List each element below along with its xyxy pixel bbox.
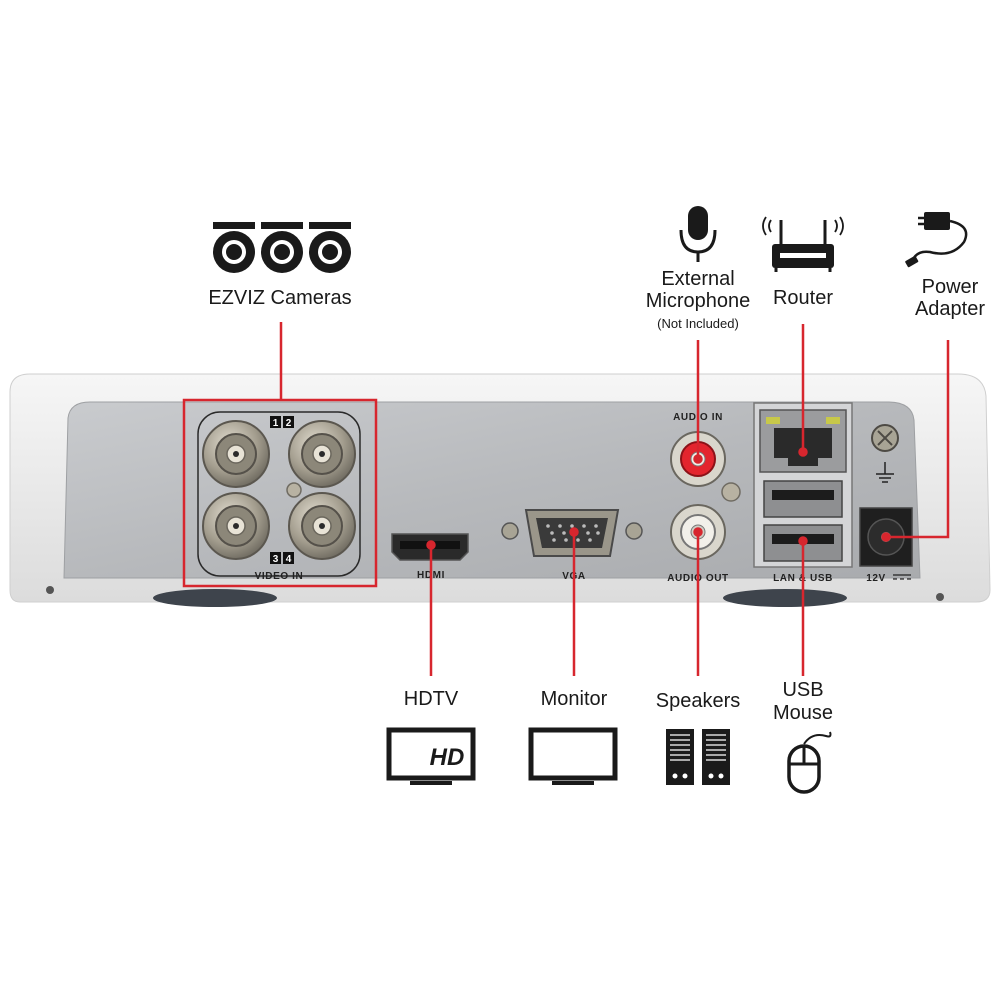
screw-icon: [721, 482, 741, 502]
monitor-label: Monitor: [540, 688, 608, 710]
power-12v-label: 12V: [866, 573, 886, 584]
channel-1-label: 1: [273, 418, 279, 429]
router-icon: [762, 216, 844, 272]
microphone-icon: [679, 206, 717, 262]
mouse-icon: [787, 731, 832, 794]
bnc-port-4: [288, 492, 356, 560]
power-label-line2: Adapter: [914, 298, 986, 320]
cameras-label: EZVIZ Cameras: [208, 287, 352, 309]
power-adapter-icon: [905, 212, 968, 268]
screw-icon: [286, 482, 302, 498]
channel-4-label: 4: [286, 554, 292, 565]
power-label-line1: Power: [921, 276, 979, 298]
bnc-port-2: [288, 420, 356, 488]
microphone-label-line2: Microphone: [645, 290, 751, 312]
bnc-port-1: [202, 420, 270, 488]
hdtv-label: HDTV: [403, 688, 459, 710]
bnc-port-3: [202, 492, 270, 560]
video-in-ports: 1 2 3 4 VIDEO IN: [197, 411, 361, 582]
speakers-icon: [666, 729, 730, 785]
channel-3-label: 3: [273, 554, 279, 565]
speakers-label: Speakers: [655, 690, 741, 712]
channel-4-badge: [283, 552, 294, 564]
channel-1-badge: [270, 416, 281, 428]
audio-ports: AUDIO IN AUDIO OUT: [667, 412, 741, 584]
monitor-icon: [528, 727, 618, 785]
power-line: [886, 340, 950, 539]
usb-mouse-label-line1: USB: [782, 679, 824, 701]
camera-icon: [213, 222, 351, 273]
channel-3-badge: [270, 552, 281, 564]
video-in-label: VIDEO IN: [255, 571, 304, 582]
usb-mouse-label-line2: Mouse: [772, 702, 834, 724]
router-label: Router: [772, 287, 834, 309]
microphone-note: (Not Included): [657, 316, 739, 331]
hdtv-icon: HD: [386, 727, 476, 785]
hd-badge: HD: [430, 744, 465, 771]
channel-2-label: 2: [286, 418, 292, 429]
ground-symbol-icon: [876, 462, 894, 483]
connector-lines: [279, 322, 950, 676]
channel-2-badge: [283, 416, 294, 428]
microphone-label-line1: External: [661, 268, 735, 290]
